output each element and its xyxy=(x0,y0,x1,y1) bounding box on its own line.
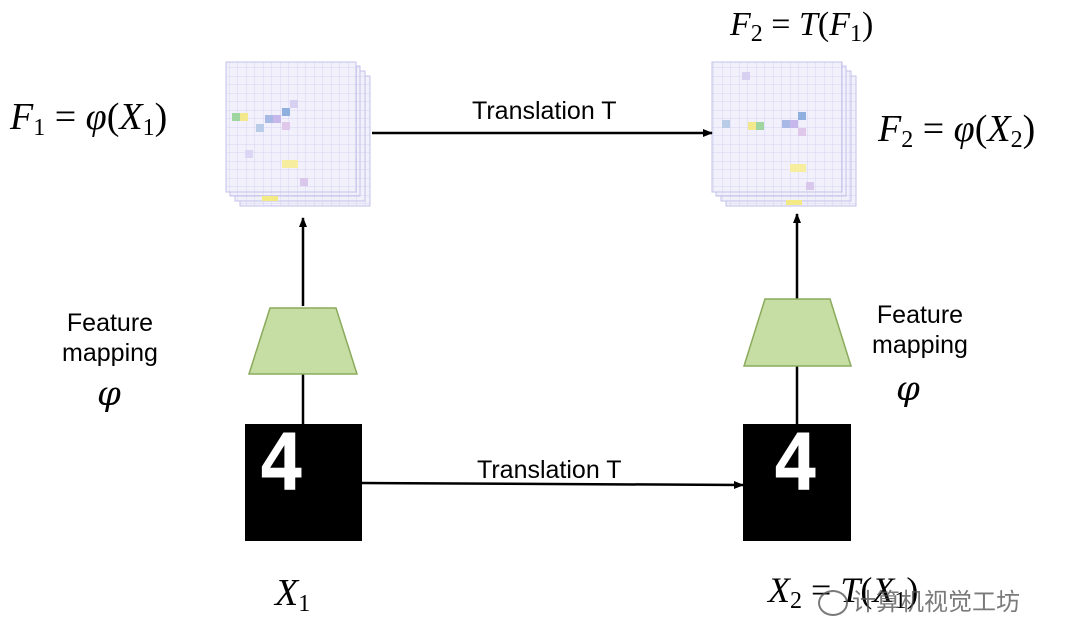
feature-mapping-label-left: Feature mapping xyxy=(52,308,168,368)
feature-mapping-right-line1: Feature xyxy=(876,301,964,329)
feature-map-stack-right xyxy=(711,61,857,207)
translation-label-bottom: Translation T xyxy=(477,456,622,484)
watermark-text: 计算机视觉工坊 xyxy=(852,588,1020,616)
translation-label-top: Translation T xyxy=(472,97,617,125)
digit-left: 4 xyxy=(258,419,305,509)
formula-f2-phi: F2 = φ(X2) xyxy=(878,108,1036,153)
formula-f2-translation: F2 = T(F1) xyxy=(730,6,874,47)
label-x2: X2 = T(X1) xyxy=(768,570,919,614)
feature-activations-right xyxy=(722,72,814,205)
wechat-icon xyxy=(818,590,848,616)
feature-mapping-trapezoid-right xyxy=(742,298,853,367)
phi-symbol-left: φ xyxy=(97,374,121,414)
input-image-left xyxy=(245,424,362,541)
phi-symbol-right: φ xyxy=(896,369,920,409)
feature-mapping-right-line2: mapping xyxy=(872,331,968,359)
feature-mapping-left-line1: Feature xyxy=(66,309,154,337)
feature-activations-left xyxy=(232,100,308,201)
label-x1: X1 xyxy=(275,572,311,617)
translation-arrow-bottom xyxy=(361,480,744,489)
feature-mapping-trapezoid-left xyxy=(247,307,359,375)
watermark: 计算机视觉工坊 xyxy=(818,582,1020,617)
feature-mapping-label-right: Feature mapping xyxy=(862,300,978,360)
formula-f1: F1 = φ(X1) xyxy=(10,96,168,141)
digit-right: 4 xyxy=(772,419,819,509)
feature-map-stack-left xyxy=(225,61,371,207)
feature-mapping-left-line2: mapping xyxy=(62,339,158,367)
input-image-right xyxy=(743,424,851,541)
